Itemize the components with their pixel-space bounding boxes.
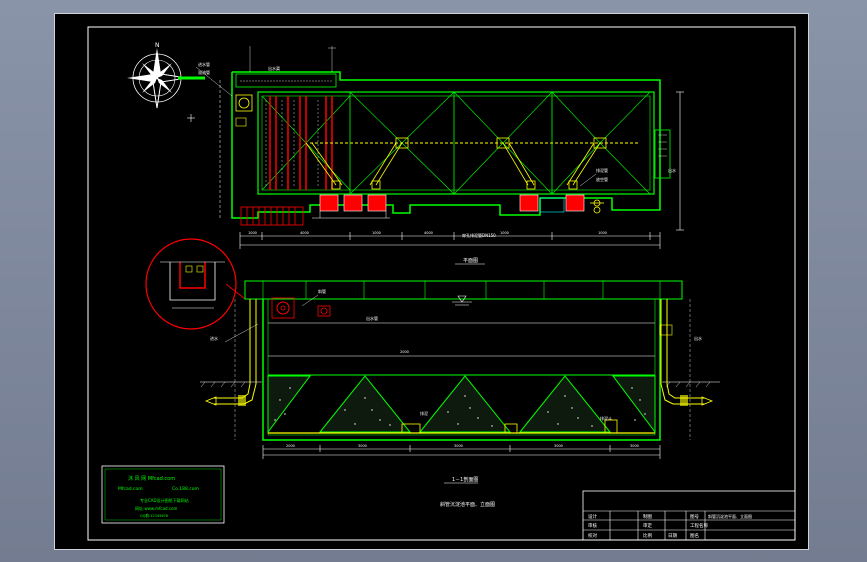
sec-dim-6: 2000	[400, 350, 409, 354]
sec-outlet-label: 出水	[694, 335, 702, 341]
watermark-line4: 专业CAD设计图纸下载网站	[140, 497, 189, 503]
title-block: 设计 审核 校对 制图 审定 比例 日期 图号 工程名称 图名 斜管沉淀池平面、…	[582, 490, 796, 541]
sec-sludge-label: 排泥	[420, 410, 428, 416]
tb-cell-10: 图名	[690, 532, 699, 539]
tb-cell-5: 审定	[643, 522, 652, 529]
tb-cell-8: 图号	[690, 514, 699, 520]
plan-dim-6: 1000	[598, 231, 607, 235]
sec-dim-5: 3000	[630, 444, 639, 448]
plan-drain-label: 放空管	[596, 176, 608, 182]
watermark-line6: QQ群:12345678	[140, 513, 168, 518]
plan-dim-2: 4000	[300, 231, 309, 235]
watermark-line1: 沐 风 网 Mfcad.com	[128, 475, 175, 482]
sec-dim-1: 2000	[286, 444, 295, 448]
drawing-frame: N	[54, 13, 809, 550]
plan-inlet-label: 进水管	[198, 61, 210, 67]
sec-sludge-right-label: 排泥斗	[600, 415, 612, 421]
sec-tube-label: 斜管	[318, 288, 326, 294]
tb-cell-2: 审核	[588, 522, 597, 529]
watermark-line3: Co.188.com	[172, 486, 199, 492]
watermark-stamp: 沐 风 网 Mfcad.com Mfcad.com Co.188.com 专业C…	[101, 465, 225, 524]
plan-outlet-channel-label: 出水渠	[268, 65, 280, 71]
tb-cell-3: 校对	[588, 532, 597, 539]
plan-dim-3: 1000	[372, 231, 381, 235]
detail-callout	[145, 238, 246, 330]
tb-drawing-name: 斜管沉淀池平面、立面图	[708, 513, 752, 519]
sec-dim-3: 3000	[454, 444, 463, 448]
plan-dim-5: 1000	[500, 231, 509, 235]
plan-legend-label: 穿孔排泥管DN150	[462, 232, 496, 238]
plan-dim-1: 1000	[248, 231, 257, 235]
watermark-line2: Mfcad.com	[118, 486, 143, 492]
plan-view: 1000 4000 1000 4000 1000 1000 进水管 溢流管 出水…	[195, 46, 684, 265]
tb-cell-4: 制图	[643, 513, 652, 520]
north-compass: N	[127, 42, 188, 109]
plan-overflow-label: 溢流管	[198, 69, 210, 75]
drawing-border	[87, 26, 796, 541]
plan-dim-4: 4000	[424, 231, 433, 235]
plan-side-label: 出水	[668, 167, 676, 173]
sec-dim-4: 3000	[554, 444, 563, 448]
sec-water-label: 出水管	[366, 315, 378, 321]
tb-cell-9: 工程名称	[690, 522, 708, 529]
cad-drawing: N	[87, 26, 796, 541]
section-view: 2000 3000 3000 3000 3000 2000 进水 出水 斜管 排…	[200, 280, 720, 508]
tb-cell-7: 日期	[668, 533, 677, 539]
drawing-caption: 斜管沉淀池平面、立面图	[440, 501, 495, 508]
sec-inlet-label: 进水	[210, 335, 218, 341]
sec-dim-2: 3000	[358, 444, 367, 448]
plan-sludge-label: 排泥管	[596, 167, 608, 173]
section-title: 1－1剖面图	[452, 476, 478, 483]
tb-cell-6: 比例	[643, 532, 652, 539]
watermark-line5: 网址:www.mfcad.com	[135, 505, 177, 511]
plan-view-title: 平面图	[463, 258, 478, 264]
svg-text:N: N	[155, 42, 160, 49]
tb-cell-1: 设计	[588, 513, 597, 520]
